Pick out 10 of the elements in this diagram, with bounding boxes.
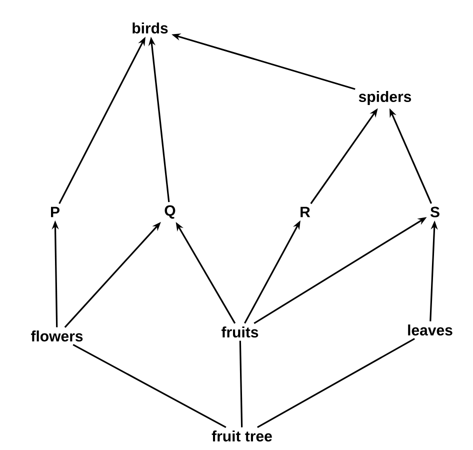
node-label: fruits <box>222 326 258 338</box>
node-label: fruit tree <box>212 430 272 442</box>
node-label: leaves <box>408 324 452 336</box>
node-label: flowers <box>31 330 83 342</box>
node-label: spiders <box>358 91 412 105</box>
node-label: S <box>430 206 440 218</box>
node-label: Q <box>164 205 176 219</box>
node-label: birds <box>132 22 168 34</box>
node-label: R <box>300 206 310 218</box>
node-label: P <box>51 206 60 218</box>
